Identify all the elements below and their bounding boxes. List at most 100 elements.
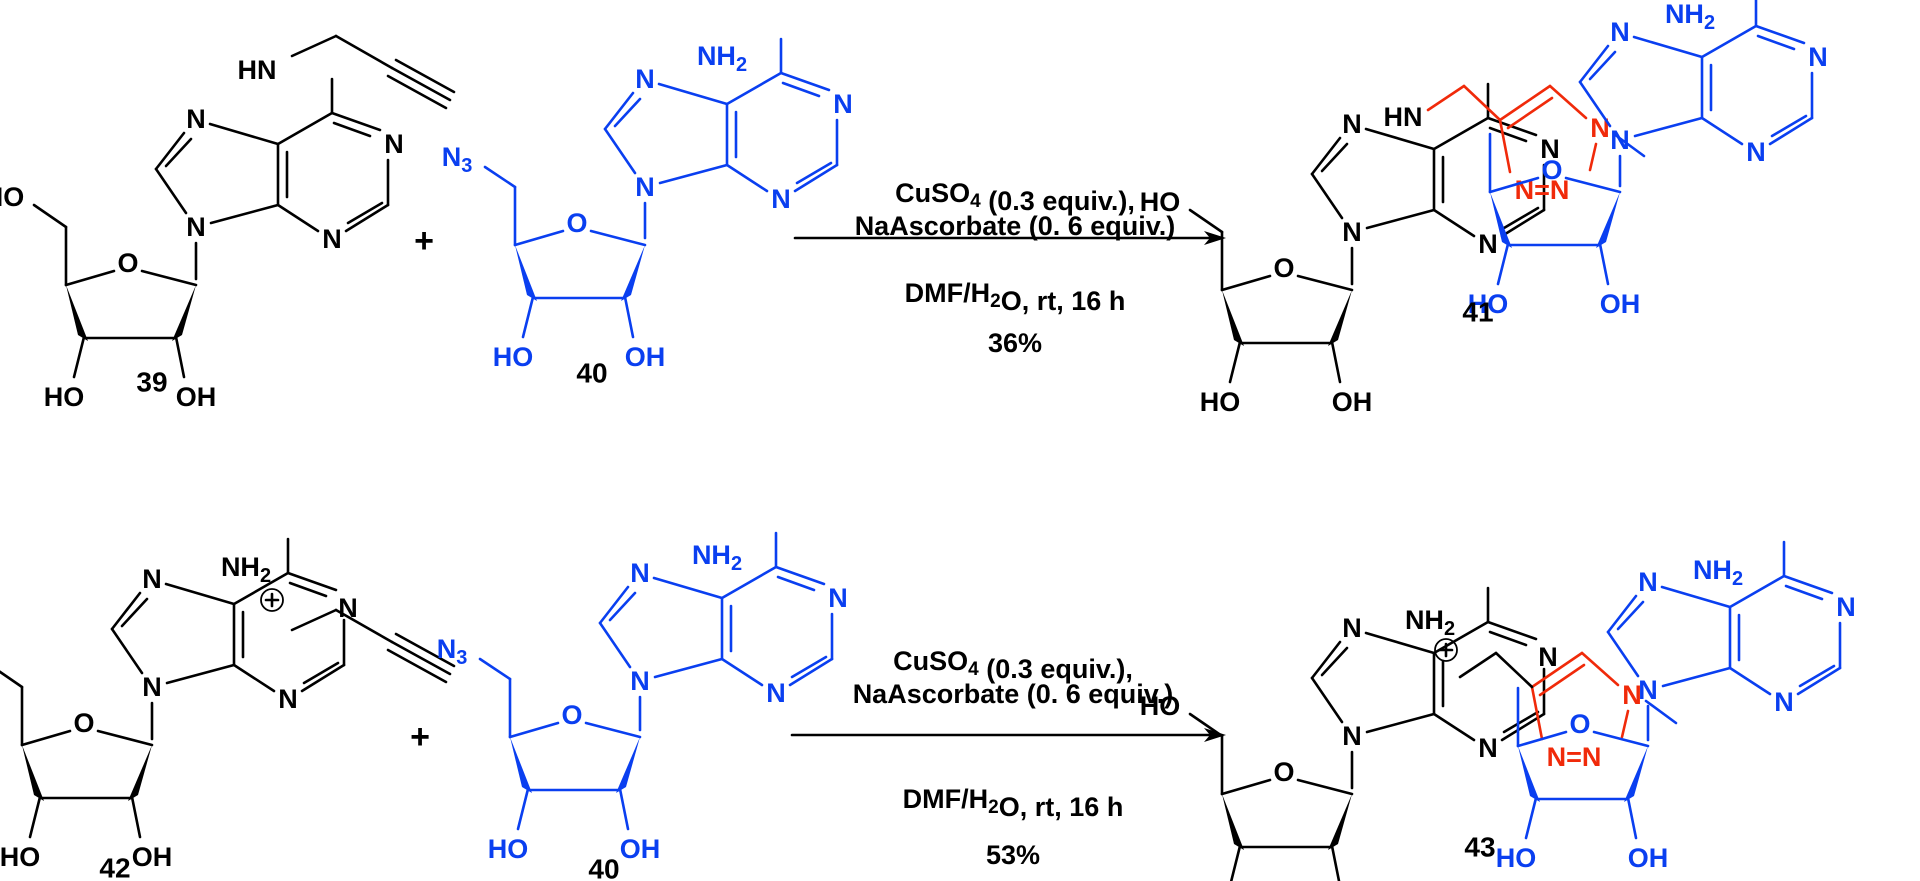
bond (603, 91, 635, 131)
bond (1784, 584, 1824, 601)
wedge-bond (1222, 794, 1244, 850)
n7-atom: N (630, 558, 650, 588)
bond (386, 74, 448, 110)
hydroxyl-3-text: HO (0, 842, 40, 872)
bond (154, 167, 188, 215)
bond (1488, 126, 1528, 143)
bond (330, 111, 382, 132)
n9-atom-text: N (142, 672, 162, 702)
bond (1432, 712, 1476, 742)
text-segment: ( (981, 186, 998, 216)
bond (1754, 24, 1806, 45)
bond (790, 655, 828, 679)
bond (1798, 664, 1836, 688)
triazole-n1-text: N (1590, 113, 1610, 143)
text-segment: . (1012, 186, 1020, 216)
ring-oxygen: O (561, 700, 582, 730)
amine-group: NH2 (692, 540, 742, 575)
hydroxyl-3: HO (493, 342, 534, 372)
compound-39: NNNNOHOOHHOHN39 (0, 34, 456, 412)
n9-atom-text: N (1342, 217, 1362, 247)
n7-atom: N (186, 104, 206, 134)
bond (652, 576, 724, 600)
triazole-n1: N (1622, 680, 1642, 710)
bond (598, 585, 630, 625)
solvent-conditions: DMF/H2O, rt, 16 h (905, 278, 1126, 316)
n1-atom-text: N (1540, 134, 1560, 164)
n3-atom: N (322, 224, 342, 254)
bond (1220, 778, 1272, 796)
bond (1296, 274, 1354, 292)
n9-atom-text: N (1342, 721, 1362, 751)
n1-atom-text: N (384, 129, 404, 159)
bond (1310, 640, 1342, 680)
n1-atom-text: N (1836, 592, 1856, 622)
wedge-bond (22, 745, 44, 801)
bond (608, 591, 637, 622)
hydroxyl-3-text: HO (1496, 843, 1537, 873)
wedge-bond (1328, 794, 1352, 850)
n7-atom: N (1610, 17, 1630, 47)
bond (174, 335, 186, 379)
ring-oxygen: O (1273, 253, 1294, 283)
ring-oxygen-text: O (1273, 757, 1294, 787)
bond (1644, 699, 1678, 725)
bond (165, 663, 236, 685)
bond (1700, 24, 1758, 59)
bond (1530, 685, 1544, 741)
bond (1782, 574, 1834, 595)
conditions-1: CuSO4 (0.3 equiv.),NaAscorbate (0. 6 equ… (855, 178, 1176, 358)
azide-group: N3 (437, 634, 468, 669)
bond (1498, 118, 1512, 174)
bond (302, 661, 340, 685)
bond (1756, 34, 1796, 51)
n1-atom: N (1836, 592, 1856, 622)
reagent-cuso4: CuSO4 (0.3 equiv.), (893, 646, 1133, 684)
n9-atom: N (186, 212, 206, 242)
bond (1320, 142, 1349, 173)
propargyl-group (290, 608, 456, 684)
triazole-n2-n3: N=N (1547, 742, 1602, 772)
bond (1768, 116, 1814, 146)
azide-group: N3 (442, 142, 473, 177)
bond (1506, 96, 1554, 130)
bond (130, 795, 142, 839)
n9-atom: N (635, 172, 655, 202)
bond (483, 165, 517, 189)
bond (1598, 242, 1610, 286)
amine-group: NH2 (697, 41, 747, 76)
bond (793, 163, 839, 193)
bond (28, 795, 42, 839)
n1-atom-text: N (338, 593, 358, 623)
n3-atom-text: N (1478, 229, 1498, 259)
bond (1488, 630, 1528, 647)
azide-n: N (437, 634, 457, 664)
n1-atom-text: N (833, 89, 853, 119)
bond (1580, 651, 1620, 687)
wedge-bond (172, 285, 196, 341)
bond (1606, 630, 1640, 678)
bond (164, 582, 236, 606)
n1-atom: N (1808, 42, 1828, 72)
amine-group-subscript: 2 (736, 54, 747, 76)
ring-oxygen-text: O (561, 700, 582, 730)
bond (232, 663, 276, 693)
n9-atom-text: N (1610, 125, 1630, 155)
compound-label-41: 41 (1462, 297, 1493, 328)
bond (394, 58, 456, 94)
n7-atom-text: N (630, 558, 650, 588)
hydroxyl-2: OH (620, 834, 661, 864)
compound-42: NNNNOHOOHHONH242 (0, 537, 456, 881)
amine-group-text: NH (1405, 605, 1444, 635)
bond (1364, 127, 1436, 151)
bond (779, 71, 831, 92)
bond (276, 111, 334, 146)
n9-atom: N (142, 672, 162, 702)
